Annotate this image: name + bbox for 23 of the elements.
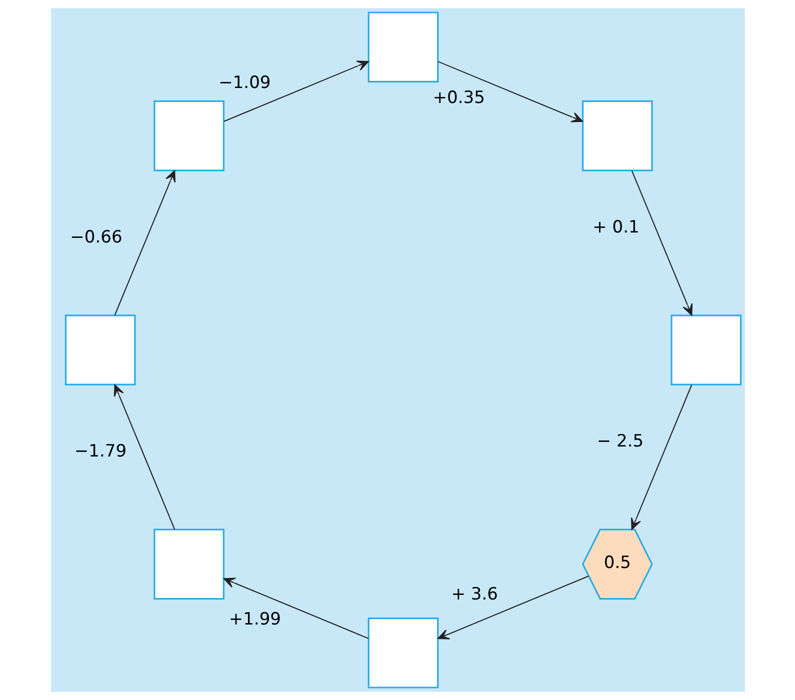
- arrow: [630, 384, 692, 530]
- node-box: [153, 528, 224, 600]
- arrow: [114, 170, 175, 316]
- edge-label: − 2.5: [596, 431, 644, 452]
- arrow: [630, 170, 692, 316]
- arrow: [437, 61, 583, 122]
- edge-label: + 3.6: [450, 584, 498, 605]
- arrow: [222, 578, 368, 639]
- arrow: [223, 60, 368, 122]
- edge-label: −0.66: [70, 228, 122, 248]
- edge-label: +1.99: [228, 609, 280, 630]
- node-box: [582, 100, 652, 172]
- node-box: [367, 12, 438, 83]
- node-box: [153, 100, 224, 172]
- edge-label: + 0.1: [592, 217, 639, 238]
- node-box: [670, 314, 742, 386]
- edge-label: −1.09: [218, 73, 270, 94]
- edge-label: −1.79: [74, 442, 126, 462]
- arrow: [113, 384, 175, 530]
- edge-label: +0.35: [432, 88, 484, 108]
- arrow: [437, 576, 588, 640]
- node-box: [367, 617, 438, 688]
- node-box: [64, 314, 136, 386]
